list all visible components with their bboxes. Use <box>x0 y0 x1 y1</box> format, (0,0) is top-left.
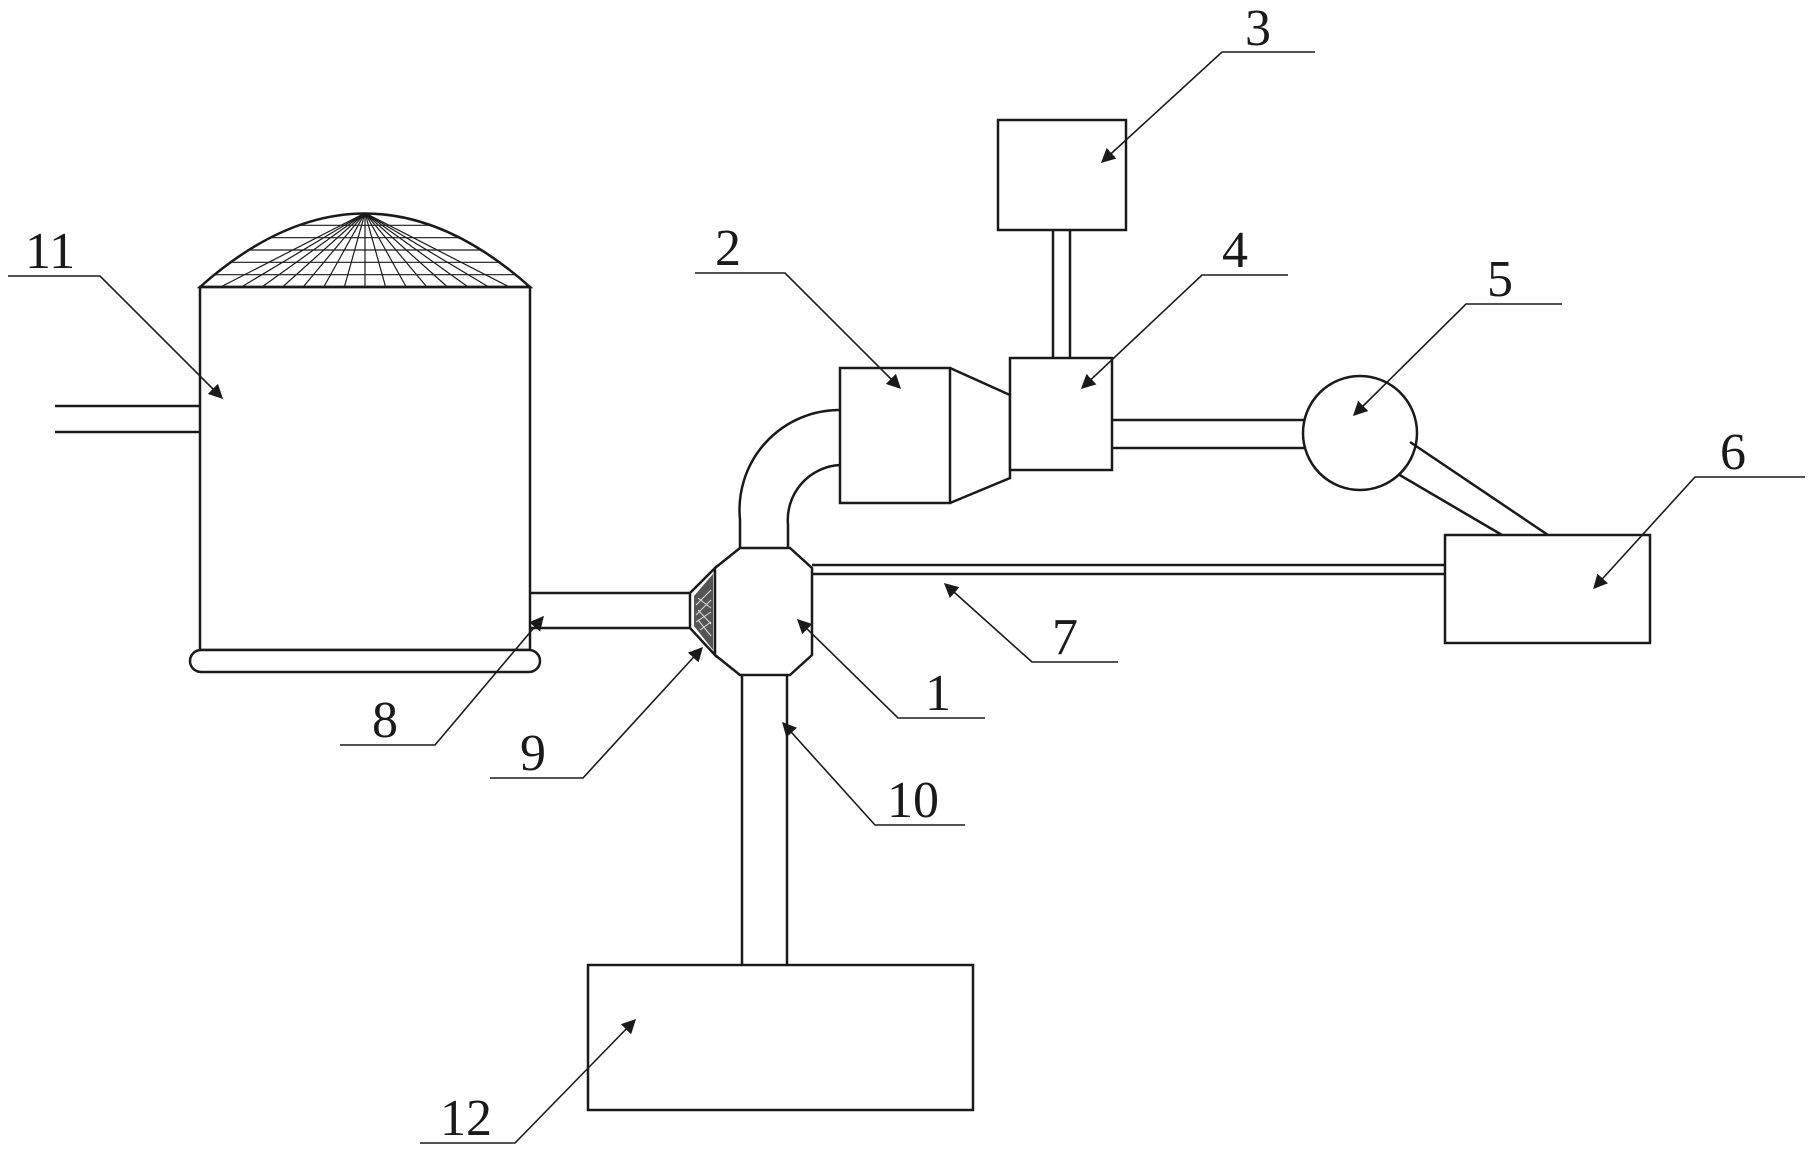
label-6: 6 <box>1720 424 1746 481</box>
unit-2 <box>838 366 1012 505</box>
pump-5 <box>1301 374 1419 492</box>
pipe-5-6 <box>1397 440 1549 537</box>
label-7: 7 <box>1052 609 1078 666</box>
label-1: 1 <box>925 665 951 722</box>
tank-11 <box>55 212 542 674</box>
label-10: 10 <box>887 772 939 829</box>
label-5: 5 <box>1487 251 1513 308</box>
label-11: 11 <box>25 223 75 280</box>
pipe-4-5 <box>1112 418 1308 450</box>
labels: 1 2 3 4 5 6 7 8 9 10 11 12 <box>25 0 1746 1147</box>
junction-1 <box>713 546 814 677</box>
elbow-pipe <box>738 408 841 548</box>
line-7 <box>812 563 1445 576</box>
tank-dome <box>196 212 534 289</box>
label-8: 8 <box>372 692 398 749</box>
label-4: 4 <box>1222 222 1248 279</box>
box-12 <box>586 963 975 1112</box>
label-3: 3 <box>1245 0 1271 57</box>
label-9: 9 <box>520 725 546 782</box>
dome-grid <box>214 212 516 288</box>
pipe-10 <box>740 675 789 965</box>
box-6 <box>1443 533 1652 645</box>
label-2: 2 <box>715 220 741 277</box>
filter-9 <box>688 564 717 659</box>
pipe-8 <box>530 591 690 630</box>
label-12: 12 <box>440 1090 492 1147</box>
leaders <box>8 51 1805 1144</box>
unit-3 <box>996 118 1128 358</box>
